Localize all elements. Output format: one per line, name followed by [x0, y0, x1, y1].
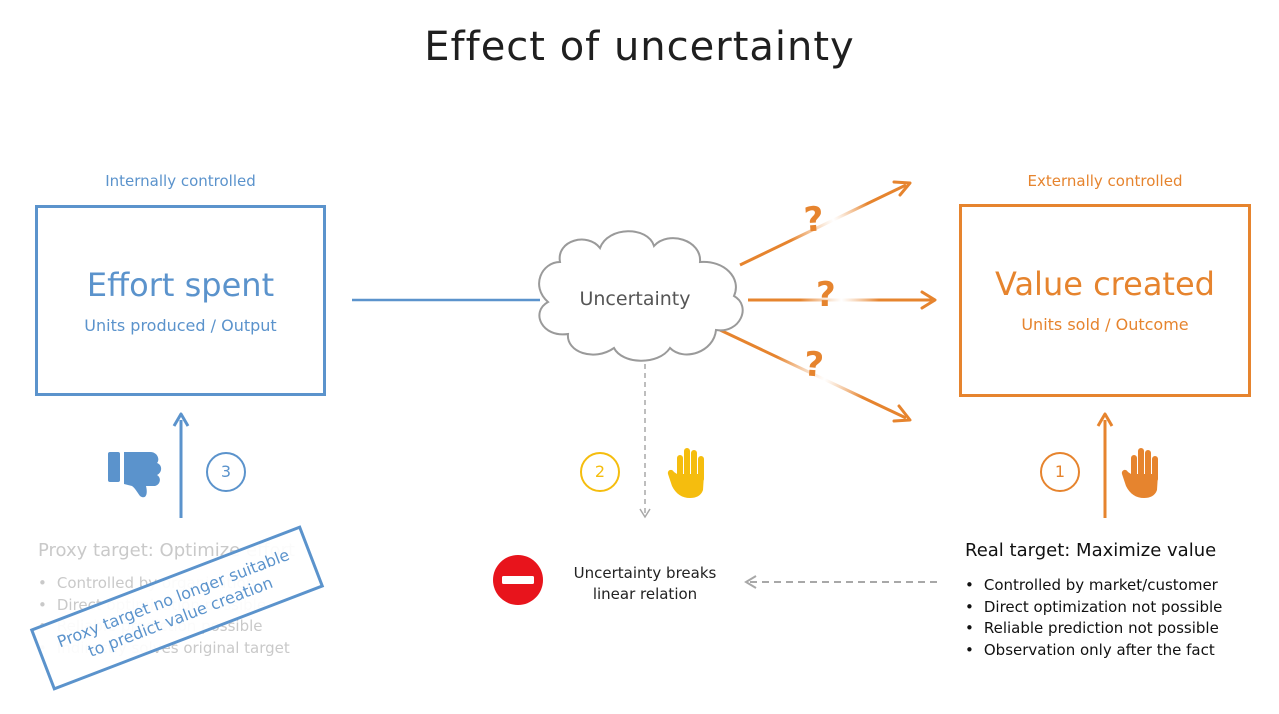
- step-number-2: 2: [580, 452, 620, 492]
- value-created-box: Value created Units sold / Outcome: [959, 204, 1251, 397]
- uncertainty-down-dashed-arrow: [639, 364, 651, 519]
- step-number-1: 1: [1040, 452, 1080, 492]
- effort-spent-title: Effort spent: [86, 266, 275, 304]
- page-title: Effect of uncertainty: [424, 24, 855, 70]
- effort-spent-box: Effort spent Units produced / Output: [35, 205, 326, 396]
- effort-up-arrow: [172, 412, 190, 518]
- real-target-bullets: Controlled by market/customer Direct opt…: [965, 575, 1265, 661]
- raised-hand-icon: [1121, 448, 1158, 498]
- question-mark-bottom: ?: [802, 344, 826, 386]
- value-up-arrow: [1096, 412, 1114, 518]
- internally-controlled-label: Internally controlled: [105, 172, 256, 190]
- list-item: Reliable prediction not possible: [965, 618, 1265, 640]
- list-item: Direct optimization not possible: [965, 597, 1265, 619]
- no-entry-icon: [493, 555, 543, 605]
- uncertainty-cloud-icon: [538, 230, 744, 362]
- raised-hand-icon: [667, 448, 704, 498]
- breaks-line: Uncertainty breaks: [573, 564, 717, 582]
- value-created-title: Value created: [995, 265, 1215, 303]
- real-target-block: Real target: Maximize value Controlled b…: [965, 540, 1265, 661]
- value-created-subtitle: Units sold / Outcome: [1021, 315, 1189, 334]
- uncertainty-breaks-text: Uncertainty breaks linear relation: [555, 563, 735, 605]
- effort-spent-subtitle: Units produced / Output: [84, 316, 277, 335]
- thumbs-down-icon: [108, 452, 162, 498]
- real-target-title: Real target: Maximize value: [965, 540, 1217, 561]
- outcome-arrow-middle: [748, 290, 937, 310]
- externally-controlled-label: Externally controlled: [1027, 172, 1183, 190]
- target-to-breaks-dashed-arrow: [744, 575, 937, 589]
- breaks-line: linear relation: [592, 585, 698, 603]
- uncertainty-cloud-label: Uncertainty: [579, 288, 691, 310]
- question-mark-middle: ?: [816, 275, 836, 315]
- question-mark-top: ?: [802, 199, 826, 241]
- list-item: Observation only after the fact: [965, 640, 1265, 662]
- step-number-3: 3: [206, 452, 246, 492]
- outcome-arrow-top: [739, 180, 912, 267]
- list-item: Controlled by market/customer: [965, 575, 1265, 597]
- outcome-arrow-bottom: [719, 328, 912, 423]
